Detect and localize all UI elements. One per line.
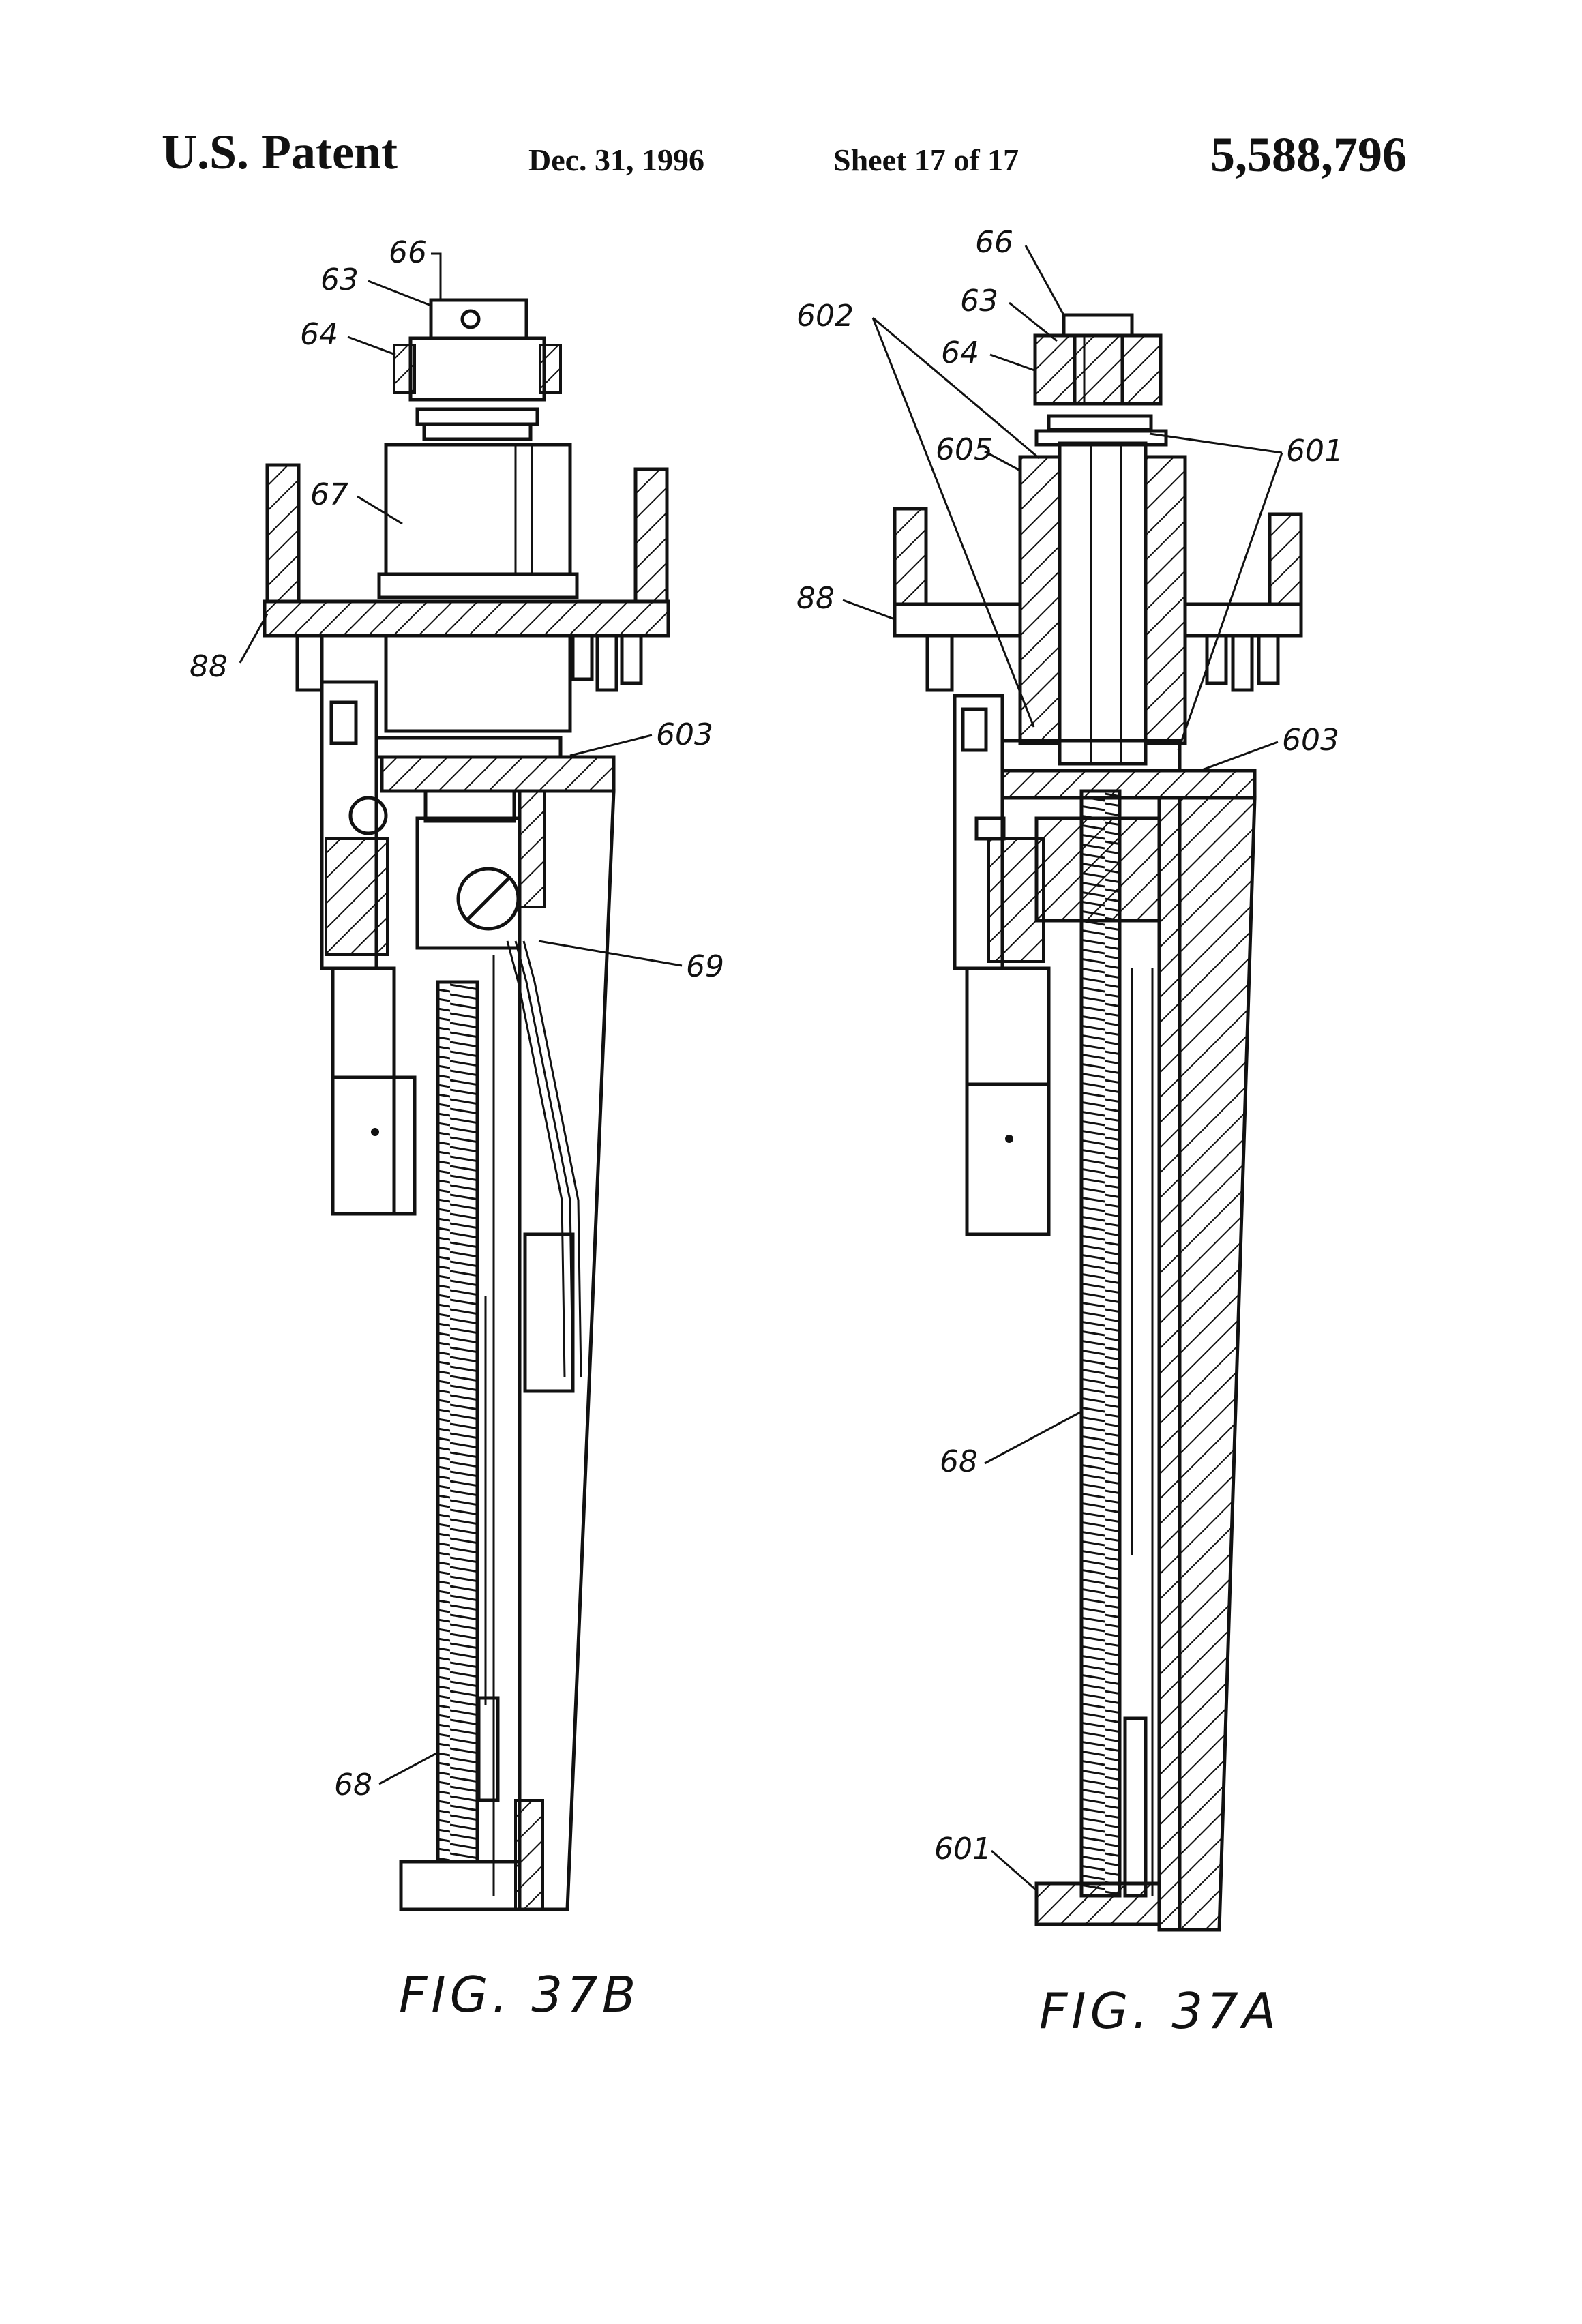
motor-67	[386, 445, 570, 574]
label-601-lower: 601	[934, 1832, 991, 1866]
housing-upper-hatch	[520, 791, 544, 907]
label-603-a: 603	[1282, 723, 1339, 758]
frame-right-upright	[636, 469, 667, 601]
label-66: 66	[389, 235, 427, 270]
plate-603-a	[1002, 771, 1255, 798]
leader-67	[357, 496, 402, 524]
label-66-a: 66	[975, 225, 1013, 260]
label-603: 603	[656, 717, 713, 752]
guide-pin	[371, 1128, 379, 1136]
label-64: 64	[300, 317, 338, 352]
label-88-a: 88	[796, 581, 835, 616]
leader-66	[431, 254, 441, 300]
figure-37b: 66 63 64 67 88 603 69 68 FIG. 37B	[190, 235, 724, 2023]
lower-guide-block	[479, 1698, 498, 1800]
lug-a-l	[927, 636, 952, 690]
plate-88	[265, 601, 668, 636]
wire-1	[507, 941, 565, 1377]
leader-88	[240, 614, 267, 663]
label-601-upper: 601	[1286, 434, 1343, 468]
guide-rail-a-foot	[967, 1084, 1049, 1234]
housing	[520, 791, 614, 1909]
lug-r3	[622, 636, 641, 683]
foot-block	[401, 1862, 520, 1909]
carriage-top	[426, 791, 514, 821]
nut-left-hatch	[394, 345, 415, 393]
guide-pin-a	[1005, 1135, 1013, 1143]
lug-a-r3	[1259, 636, 1278, 683]
guide-rail	[333, 968, 394, 1214]
label-69: 69	[686, 949, 724, 984]
washer-lower	[424, 424, 531, 439]
label-68: 68	[334, 1768, 372, 1802]
guide-rail-foot	[333, 1077, 415, 1214]
nut-right-hatch	[540, 345, 561, 393]
leadscrew-68-a	[1081, 791, 1120, 1896]
housing-a	[1159, 798, 1255, 1930]
leader-66-a	[1026, 245, 1064, 315]
leader-69	[539, 941, 682, 966]
leader-601-lower	[991, 1851, 1036, 1890]
caption-fig-37a: FIG. 37A	[1039, 1982, 1280, 2040]
motor-flange	[379, 574, 577, 597]
leader-64-a	[990, 355, 1036, 371]
frame-left-upright-a	[895, 509, 926, 604]
plate-88-a-left	[895, 604, 1020, 636]
nut-64-a	[1035, 336, 1161, 404]
frame-right-upright-a	[1270, 514, 1301, 604]
bushing-605-right	[1146, 457, 1185, 743]
bushing-605-left	[1020, 457, 1060, 743]
label-63: 63	[320, 263, 359, 297]
caption-fig-37b: FIG. 37B	[399, 1966, 640, 2023]
wire-clamp	[525, 1234, 573, 1391]
bottom-bearing-601	[1036, 1883, 1159, 1924]
plate-603	[382, 757, 614, 791]
nut-64	[411, 338, 544, 400]
label-64-a: 64	[941, 336, 979, 370]
plate-88-a-right	[1185, 604, 1301, 636]
leader-603-a	[1200, 742, 1278, 771]
lower-guide-a	[1125, 1718, 1146, 1896]
plate-603-collar	[376, 738, 561, 757]
left-bearing	[350, 798, 386, 833]
lug-r1	[573, 636, 592, 679]
lug-a-r2	[1233, 636, 1252, 690]
coupling-slot	[466, 877, 510, 921]
leader-64	[348, 337, 395, 355]
washer-upper	[417, 409, 537, 424]
frame-left-upright	[267, 465, 299, 601]
leadscrew-68	[438, 982, 477, 1862]
label-602: 602	[796, 299, 854, 333]
left-hatched-block	[326, 839, 387, 955]
leader-601-upper-a	[1150, 434, 1282, 453]
guide-rail-a	[967, 968, 1049, 1234]
left-pin-a	[976, 818, 1004, 839]
label-68-a: 68	[940, 1444, 978, 1479]
leader-68-a	[985, 1412, 1081, 1463]
label-605: 605	[936, 432, 993, 467]
leader-63	[368, 281, 431, 306]
leader-603	[570, 735, 652, 756]
leader-88-a	[843, 600, 895, 619]
shaft-a	[1060, 443, 1146, 764]
cap-hole	[462, 311, 479, 327]
label-67: 67	[310, 477, 348, 512]
figure-37a: 66 63 64 602 605 601 88 603 68 601 FIG. …	[796, 225, 1343, 2040]
leader-68	[379, 1753, 438, 1784]
left-small-box	[331, 702, 356, 743]
label-63-a: 63	[960, 284, 998, 318]
left-small-box-a	[963, 709, 986, 750]
cap-66-a	[1064, 315, 1132, 336]
motor-lower-body	[386, 636, 570, 731]
leader-63-a	[1009, 303, 1057, 341]
lug-r2	[597, 636, 616, 690]
label-88: 88	[190, 649, 228, 684]
lug-left	[297, 636, 322, 690]
leader-601-upper-b	[1178, 453, 1282, 750]
washer-a	[1049, 416, 1151, 430]
